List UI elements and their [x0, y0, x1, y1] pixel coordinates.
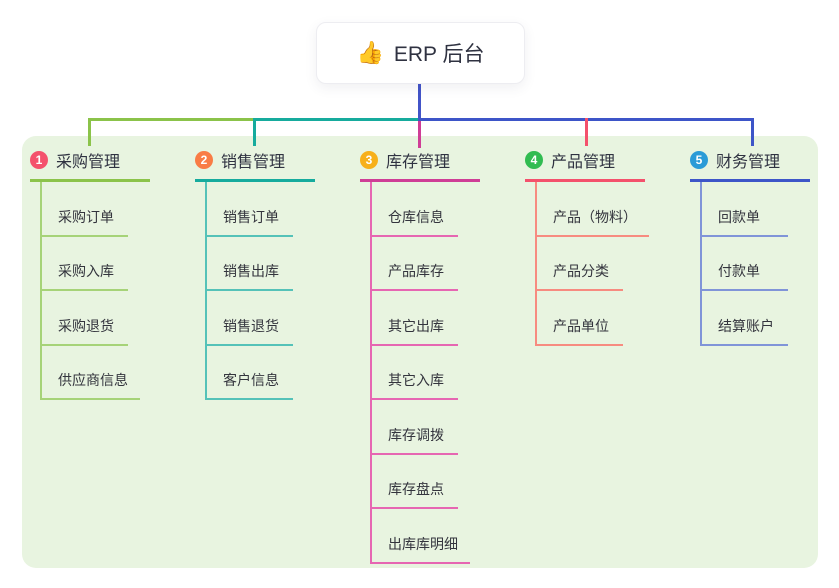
branch-header-2[interactable]: 2 销售管理 [195, 148, 315, 182]
child-node[interactable]: 销售订单 [207, 182, 293, 237]
connector-drop-purchase [88, 118, 91, 146]
child-node[interactable]: 销售退货 [207, 291, 293, 346]
child-node[interactable]: 采购订单 [42, 182, 128, 237]
branch-header-5[interactable]: 5 财务管理 [690, 148, 810, 182]
branches-panel [22, 136, 818, 568]
child-node[interactable]: 产品（物料） [537, 182, 649, 237]
branch-number-badge: 3 [360, 151, 378, 169]
child-node[interactable]: 产品库存 [372, 237, 458, 291]
branch-3: 3 库存管理仓库信息产品库存其它出库其它入库库存调拨库存盘点出库库明细 [360, 148, 480, 564]
child-node[interactable]: 采购退货 [42, 291, 128, 346]
child-node[interactable]: 其它入库 [372, 346, 458, 400]
child-node[interactable]: 产品单位 [537, 291, 623, 346]
child-node[interactable]: 其它出库 [372, 291, 458, 346]
branch-2: 2 销售管理销售订单销售出库销售退货客户信息 [195, 148, 315, 400]
branch-children: 产品（物料）产品分类产品单位 [535, 182, 649, 346]
connector-drop-inventory [418, 121, 421, 148]
connector-root-drop [418, 82, 421, 120]
connector-bus-teal [253, 118, 420, 121]
child-node[interactable]: 客户信息 [207, 346, 293, 400]
branch-children: 销售订单销售出库销售退货客户信息 [205, 182, 315, 400]
branch-number-badge: 5 [690, 151, 708, 169]
branch-1: 1 采购管理采购订单采购入库采购退货供应商信息 [30, 148, 150, 400]
branch-header-4[interactable]: 4 产品管理 [525, 148, 645, 182]
child-node[interactable]: 付款单 [702, 237, 788, 291]
branch-label: 采购管理 [56, 154, 121, 171]
branch-4: 4 产品管理产品（物料）产品分类产品单位 [525, 148, 649, 346]
child-node[interactable]: 仓库信息 [372, 182, 458, 237]
child-node[interactable]: 回款单 [702, 182, 788, 237]
child-node[interactable]: 库存盘点 [372, 455, 458, 509]
connector-drop-sales [253, 118, 256, 146]
child-node[interactable]: 出库库明细 [372, 509, 470, 564]
root-title: ERP 后台 [393, 43, 485, 66]
branch-number-badge: 2 [195, 151, 213, 169]
root-node[interactable]: 👍 ERP 后台 [316, 22, 525, 84]
branch-label: 产品管理 [551, 154, 616, 171]
child-node[interactable]: 供应商信息 [42, 346, 140, 400]
branch-children: 采购订单采购入库采购退货供应商信息 [40, 182, 150, 400]
branch-children: 仓库信息产品库存其它出库其它入库库存调拨库存盘点出库库明细 [370, 182, 480, 564]
branch-children: 回款单付款单结算账户 [700, 182, 810, 346]
thumbs-up-icon: 👍 [356, 40, 384, 65]
branch-label: 库存管理 [386, 154, 451, 171]
branch-number-badge: 1 [30, 151, 48, 169]
branch-header-3[interactable]: 3 库存管理 [360, 148, 480, 182]
branch-label: 销售管理 [221, 154, 286, 171]
branch-5: 5 财务管理回款单付款单结算账户 [690, 148, 810, 346]
connector-drop-product [585, 118, 588, 146]
connector-bus-green [88, 118, 255, 121]
child-node[interactable]: 采购入库 [42, 237, 128, 291]
child-node[interactable]: 结算账户 [702, 291, 788, 346]
branch-header-1[interactable]: 1 采购管理 [30, 148, 150, 182]
branch-label: 财务管理 [716, 154, 781, 171]
child-node[interactable]: 库存调拨 [372, 400, 458, 455]
branch-number-badge: 4 [525, 151, 543, 169]
connector-drop-finance [751, 118, 754, 146]
child-node[interactable]: 销售出库 [207, 237, 293, 291]
child-node[interactable]: 产品分类 [537, 237, 623, 291]
